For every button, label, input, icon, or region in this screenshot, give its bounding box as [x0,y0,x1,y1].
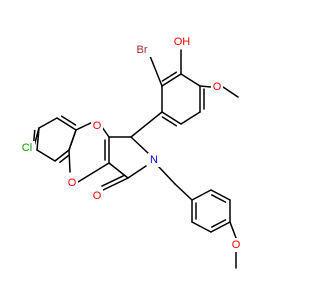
atom-n-ring: N [148,153,160,167]
bond-33 [36,149,56,162]
bond-17 [127,165,147,179]
atom-label-br: Br [137,44,148,56]
bond-36 [60,115,77,126]
bond-44 [191,221,212,233]
bond-30 [56,117,77,131]
bond-13 [130,111,163,138]
atom-o-methoxy-top: O [211,80,223,94]
bond-27 [77,162,110,183]
atom-oh: OH [172,35,192,49]
bond-31 [38,117,58,129]
atom-label-o-ketone: O [93,120,102,132]
bond-4 [161,111,182,125]
bond-35 [68,129,77,151]
bond-46 [191,189,212,201]
bond-50 [229,221,237,239]
bond-9 [149,55,163,87]
atom-label-n-ring: N [150,154,158,166]
atom-label-o-ring: O [68,177,77,189]
bond-6 [161,71,178,82]
bond-3 [180,111,201,125]
bond-47 [211,194,227,203]
bond-11 [199,85,212,88]
atom-label-o-methoxy-top: O [213,81,222,93]
bond-12 [222,86,239,98]
bond-20 [100,177,129,192]
atom-o-methoxy-bottom: O [230,238,242,252]
bond-1 [180,73,201,87]
atom-br: Br [132,43,152,57]
bond-26 [68,149,71,173]
bond-38 [59,154,70,164]
bond-8 [161,116,178,127]
bond-41 [210,189,231,201]
bond-16 [108,162,129,179]
bond-22 [157,165,176,185]
atom-cl: Cl [19,141,35,155]
atom-o-ring: O [66,176,78,190]
atom-label-o-lactam: O [93,190,102,202]
bond-40 [174,183,193,201]
atom-o-lactam: O [91,189,103,203]
bond-0 [161,73,182,87]
atom-label-cl: Cl [22,142,32,154]
bond-48 [211,219,227,228]
bond-43 [210,221,231,233]
bond-18 [130,136,150,155]
bond-21 [101,174,125,187]
atom-label-layer: Br OH O O O O N Cl [19,35,242,252]
atom-o-ketone: O [91,119,103,133]
atom-label-o-methoxy-bottom: O [232,239,241,251]
molecule-structure: Br OH O O O O N Cl [19,35,242,269]
bond-layer [32,49,239,269]
bond-34 [54,149,70,162]
atom-label-oh: OH [174,36,191,48]
